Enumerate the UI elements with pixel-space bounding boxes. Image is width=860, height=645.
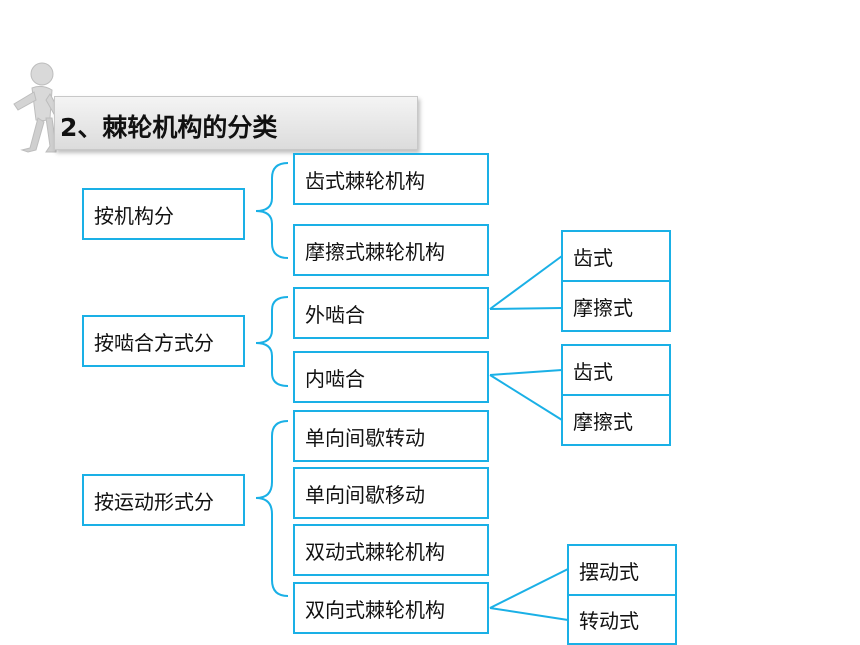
item-bidirectional-ratchet: 双向式棘轮机构 xyxy=(293,582,489,634)
brace-meshing xyxy=(255,296,289,387)
item-one-way-translation: 单向间歇移动 xyxy=(293,467,489,519)
category-meshing: 按啮合方式分 xyxy=(82,315,245,367)
brace-mechanism xyxy=(255,162,289,259)
fan-bidirectional xyxy=(489,568,569,621)
inner-sub-friction: 摩擦式 xyxy=(561,394,671,446)
category-mechanism: 按机构分 xyxy=(82,188,245,240)
fan-outer xyxy=(489,255,563,310)
item-friction-ratchet: 摩擦式棘轮机构 xyxy=(293,224,489,276)
brace-motion xyxy=(255,420,289,597)
title-banner xyxy=(54,96,418,150)
item-internal-meshing: 内啮合 xyxy=(293,351,489,403)
inner-sub-tooth: 齿式 xyxy=(561,344,671,396)
outer-sub-tooth: 齿式 xyxy=(561,230,671,282)
item-tooth-ratchet: 齿式棘轮机构 xyxy=(293,153,489,205)
bidirectional-sub-swing: 摆动式 xyxy=(567,544,677,596)
item-one-way-rotation: 单向间歇转动 xyxy=(293,410,489,462)
thinking-person-icon xyxy=(13,62,61,153)
fan-inner xyxy=(489,369,563,421)
item-double-acting-ratchet: 双动式棘轮机构 xyxy=(293,524,489,576)
item-external-meshing: 外啮合 xyxy=(293,287,489,339)
category-motion: 按运动形式分 xyxy=(82,474,245,526)
outer-sub-friction: 摩擦式 xyxy=(561,280,671,332)
page-title: 2、棘轮机构的分类 xyxy=(60,113,278,142)
bidirectional-sub-rotation: 转动式 xyxy=(567,594,677,645)
